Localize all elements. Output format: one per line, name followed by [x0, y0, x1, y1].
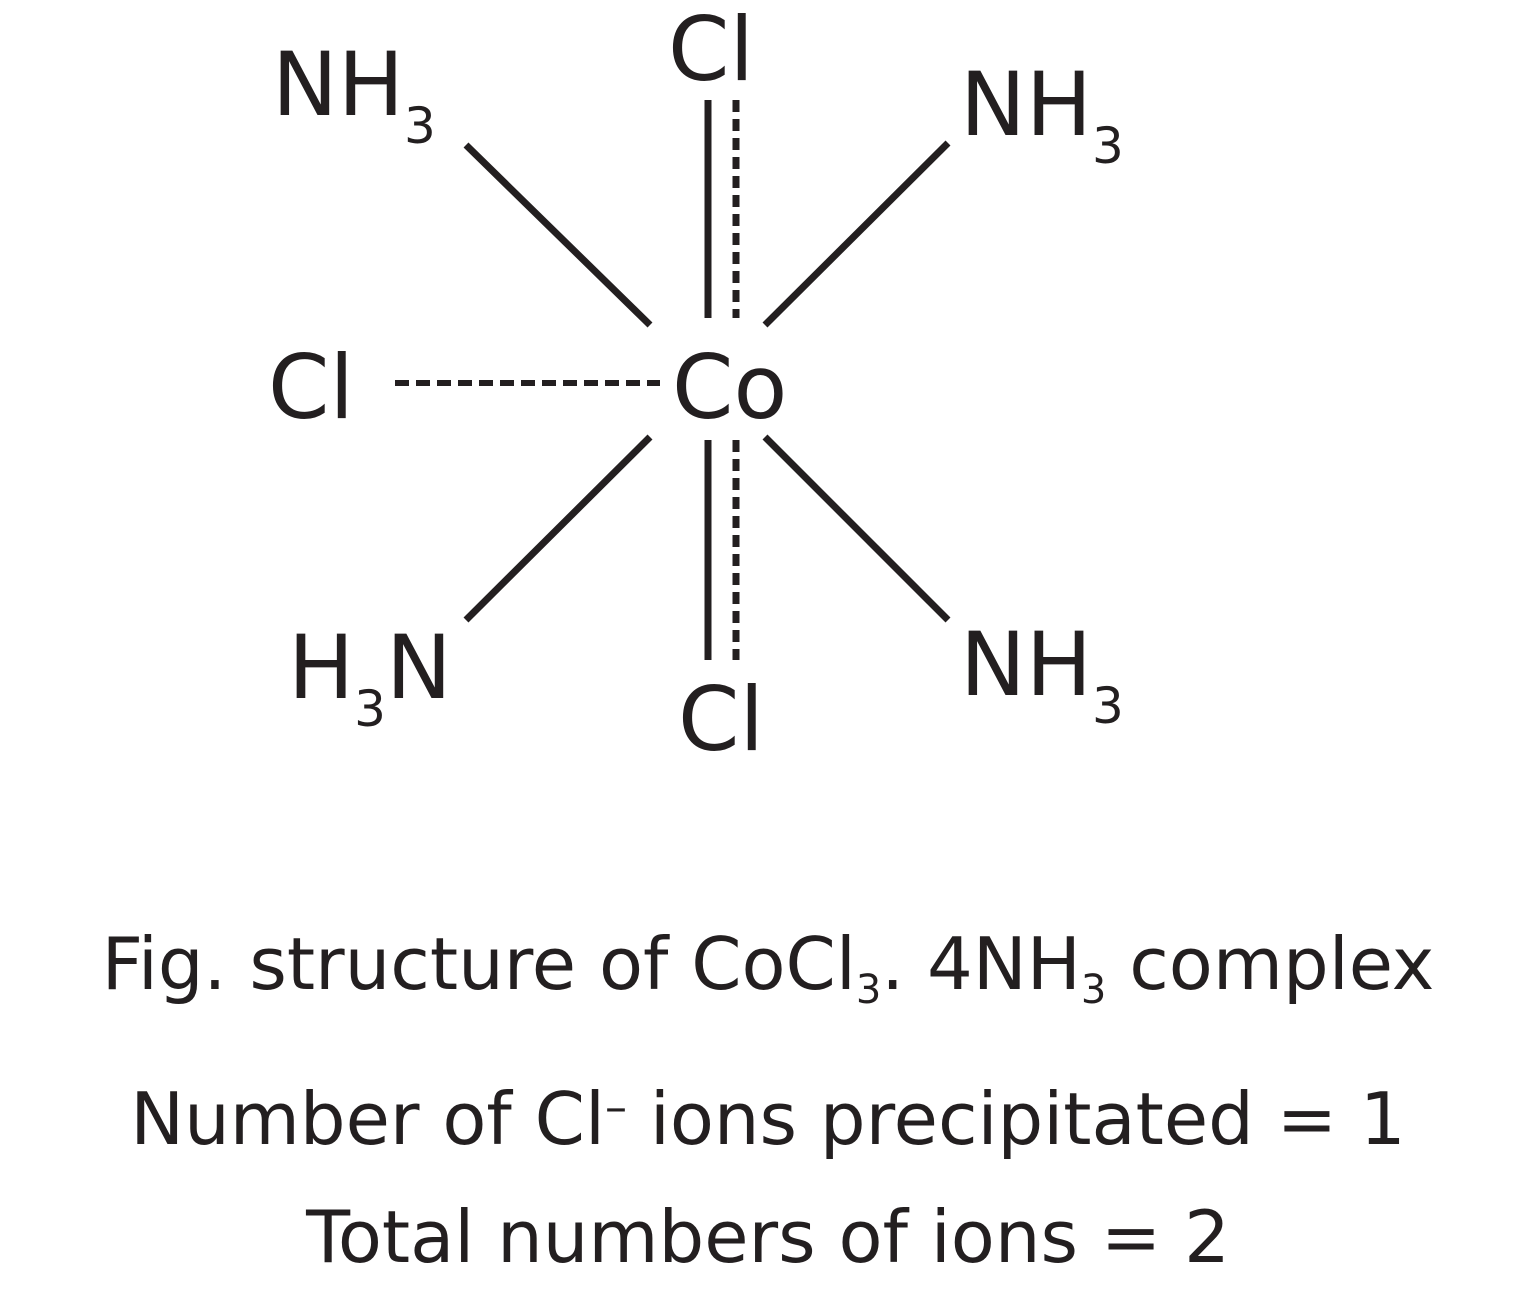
bond-upper-left [463, 142, 653, 328]
caption-line3: Total numbers of ions = 2 [306, 1195, 1230, 1279]
upper-right-base: NH [960, 53, 1092, 156]
bond-upper-right [762, 140, 951, 328]
caption-line2-a: Number of Cl [130, 1077, 605, 1161]
atom-lower-right-nh3: NH3 [960, 613, 1124, 735]
lower-right-base: NH [960, 613, 1092, 716]
upper-left-base: NH [272, 33, 404, 136]
caption-line-total-ions: Total numbers of ions = 2 [0, 1178, 1536, 1296]
bond-lower-left [463, 434, 653, 623]
atom-center-co: Co [672, 336, 787, 439]
caption-line-precipitated: Number of Cl– ions precipitated = 1 [0, 1049, 1536, 1178]
caption-line1-sub-a: 3 [855, 967, 882, 1013]
lower-left-sub: 3 [354, 680, 386, 738]
atom-upper-right-nh3: NH3 [960, 53, 1124, 175]
lower-left-pre: H [288, 616, 354, 719]
caption-line1-a: Fig. structure of CoCl [101, 922, 856, 1006]
coordination-complex-diagram: Co Cl Cl Cl NH3 NH3 H3N NH3 [268, 0, 1124, 771]
atom-left-cl: Cl [268, 336, 354, 439]
caption-line1-sub-b: 3 [1080, 967, 1107, 1013]
caption-line-structure: Fig. structure of CoCl3. 4NH3 complex [0, 905, 1536, 1049]
caption-line1-c: complex [1106, 922, 1435, 1006]
upper-left-sub: 3 [404, 97, 436, 155]
atom-bottom-cl: Cl [678, 668, 764, 771]
caption-line2-sup: – [604, 1082, 627, 1133]
upper-right-sub: 3 [1092, 117, 1124, 175]
atom-upper-left-nh3: NH3 [272, 33, 436, 155]
figure-caption: Fig. structure of CoCl3. 4NH3 complex Nu… [0, 905, 1536, 1296]
atom-lower-left-h3n: H3N [288, 616, 452, 738]
atom-top-cl: Cl [668, 0, 754, 101]
caption-line1-b: . 4NH [881, 922, 1081, 1006]
bond-lower-right [762, 434, 951, 623]
lower-right-sub: 3 [1092, 677, 1124, 735]
lower-left-base: N [386, 616, 452, 719]
caption-line2-b: ions precipitated = 1 [626, 1077, 1406, 1161]
